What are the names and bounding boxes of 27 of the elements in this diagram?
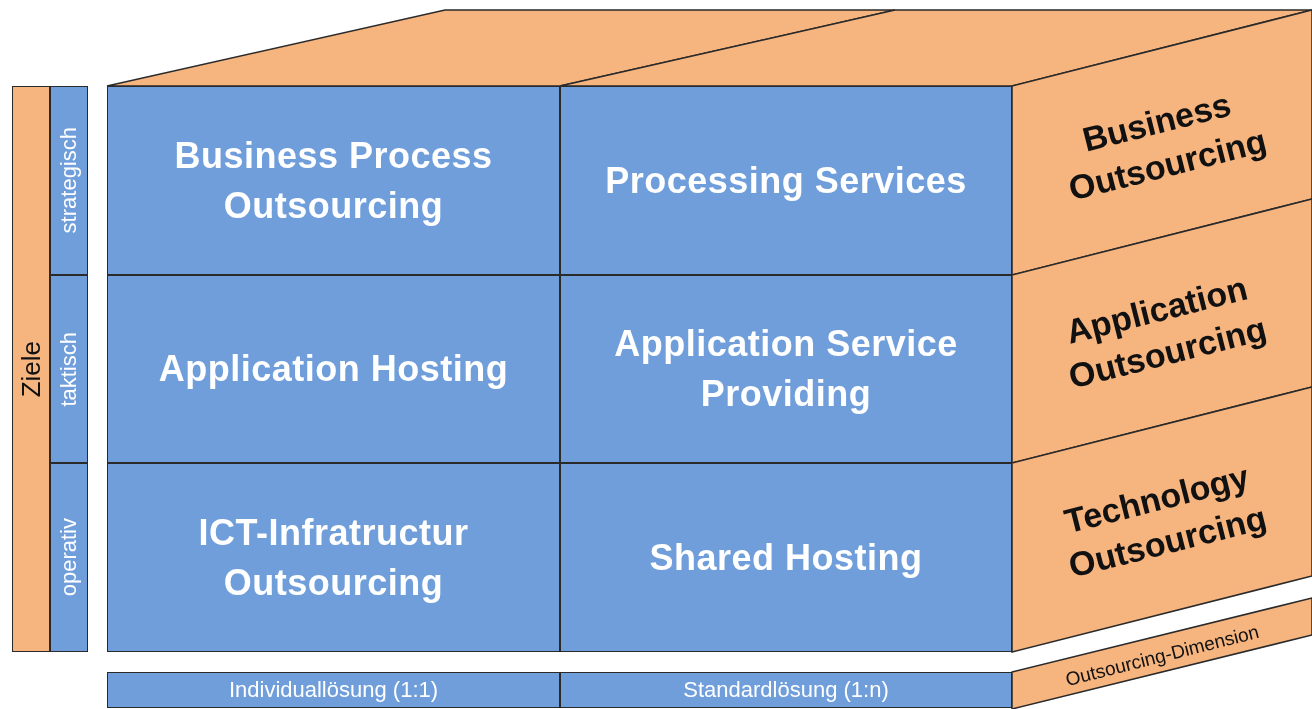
cell-label: Processing Services — [605, 158, 967, 203]
matrix-cell — [560, 86, 1012, 275]
matrix-cell — [107, 86, 560, 275]
cube-side-panel — [1012, 199, 1312, 463]
matrix-cell — [560, 275, 1012, 463]
column-header — [107, 672, 560, 708]
cell-label: Business Process Outsourcing — [173, 133, 494, 228]
cell-label: Shared Hosting — [649, 535, 923, 580]
row-header — [50, 463, 88, 652]
row-header — [50, 86, 88, 275]
vertical-label: taktisch — [56, 331, 82, 407]
header-label: Standardlösung (1:n) — [683, 677, 889, 703]
cube-side-panel — [1012, 10, 1312, 275]
vertical-label: strategisch — [56, 127, 82, 234]
axis-strip — [1012, 598, 1312, 709]
header-label: Individuallösung (1:1) — [228, 677, 439, 703]
matrix-cell — [560, 463, 1012, 652]
cell-label: Application Service Providing — [613, 322, 959, 416]
row-header — [50, 275, 88, 463]
vertical-label: operativ — [56, 518, 82, 597]
vertical-label: Ziele — [15, 340, 47, 398]
column-header — [560, 672, 1012, 708]
axis-bar — [12, 86, 50, 652]
cell-label: ICT-Infratructur Outsourcing — [197, 510, 470, 605]
cell-label: Application Hosting — [158, 347, 509, 391]
matrix-cell — [107, 275, 560, 463]
matrix-cell — [107, 463, 560, 652]
